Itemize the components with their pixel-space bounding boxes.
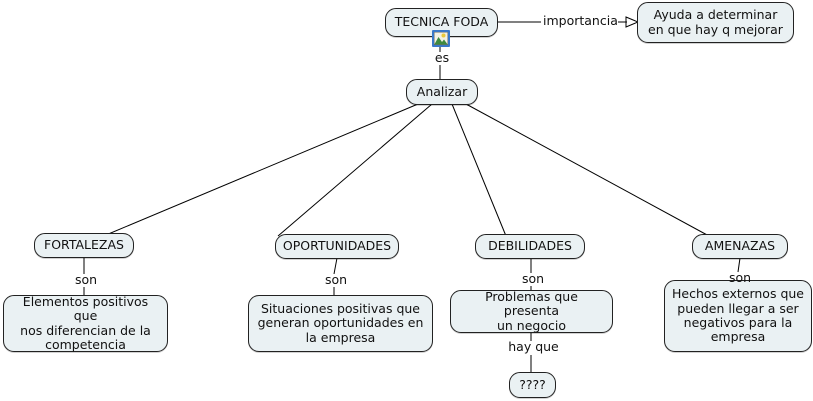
link-label-hay-que-text: hay que — [508, 339, 559, 354]
node-amenazas[interactable]: AMENAZAS — [692, 234, 788, 259]
image-icon[interactable] — [432, 30, 450, 47]
node-debilidades[interactable]: DEBILIDADES — [475, 234, 585, 259]
node-fortalezas-body-label: Elementos positivos que nos diferencian … — [20, 293, 151, 352]
node-unknown-label: ???? — [519, 376, 546, 392]
node-fortalezas-label: FORTALEZAS — [44, 237, 124, 253]
link-label-son-oportunidades[interactable]: son — [317, 272, 355, 287]
link-label-es-text: es — [434, 50, 450, 65]
node-tecnica-foda-label: TECNICA FODA — [394, 14, 489, 30]
node-oportunidades-body[interactable]: Situaciones positivas que generan oportu… — [248, 295, 433, 352]
edge-analizar-to-fortalezas — [105, 103, 419, 236]
node-fortalezas-body[interactable]: Elementos positivos que nos diferencian … — [3, 293, 168, 352]
node-amenazas-body-label: Hechos externos que pueden llegar a ser … — [671, 286, 804, 345]
node-oportunidades-body-label: Situaciones positivas que generan oportu… — [257, 300, 424, 345]
link-label-son-debilidades[interactable]: son — [514, 271, 552, 286]
link-label-hay-que[interactable]: hay que — [504, 339, 563, 354]
node-debilidades-body[interactable]: Problemas que presenta un negocio — [450, 288, 613, 333]
edge-analizar-to-amenazas — [465, 103, 710, 237]
node-debilidades-label: DEBILIDADES — [488, 238, 572, 254]
link-label-son-fortalezas-text: son — [74, 272, 98, 287]
node-oportunidades-label: OPORTUNIDADES — [282, 238, 392, 254]
link-label-es[interactable]: es — [426, 50, 458, 65]
link-label-son-debilidades-text: son — [521, 271, 545, 286]
node-oportunidades[interactable]: OPORTUNIDADES — [275, 234, 399, 259]
node-analizar[interactable]: Analizar — [406, 79, 478, 105]
link-label-son-oportunidades-text: son — [324, 272, 348, 287]
edge-analizar-to-debilidades — [451, 103, 507, 237]
link-label-son-amenazas-text: son — [728, 270, 752, 285]
node-debilidades-body-label: Problemas que presenta un negocio — [485, 288, 578, 333]
link-label-importancia-text: importancia — [543, 13, 618, 28]
node-amenazas-label: AMENAZAS — [704, 238, 776, 254]
edge-analizar-to-oportunidades — [277, 103, 433, 237]
node-ayuda-a-determinar[interactable]: Ayuda a determinar en que hay q mejorar — [637, 2, 794, 43]
link-label-son-amenazas[interactable]: son — [721, 270, 759, 285]
image-icon-glyph — [434, 32, 448, 45]
node-fortalezas[interactable]: FORTALEZAS — [34, 233, 134, 258]
link-label-son-fortalezas[interactable]: son — [67, 272, 105, 287]
node-ayuda-a-determinar-label: Ayuda a determinar en que hay q mejorar — [648, 7, 783, 37]
link-label-importancia[interactable]: importancia — [541, 13, 618, 28]
node-unknown[interactable]: ???? — [509, 372, 556, 398]
node-amenazas-body[interactable]: Hechos externos que pueden llegar a ser … — [664, 280, 812, 352]
node-analizar-label: Analizar — [416, 83, 468, 99]
